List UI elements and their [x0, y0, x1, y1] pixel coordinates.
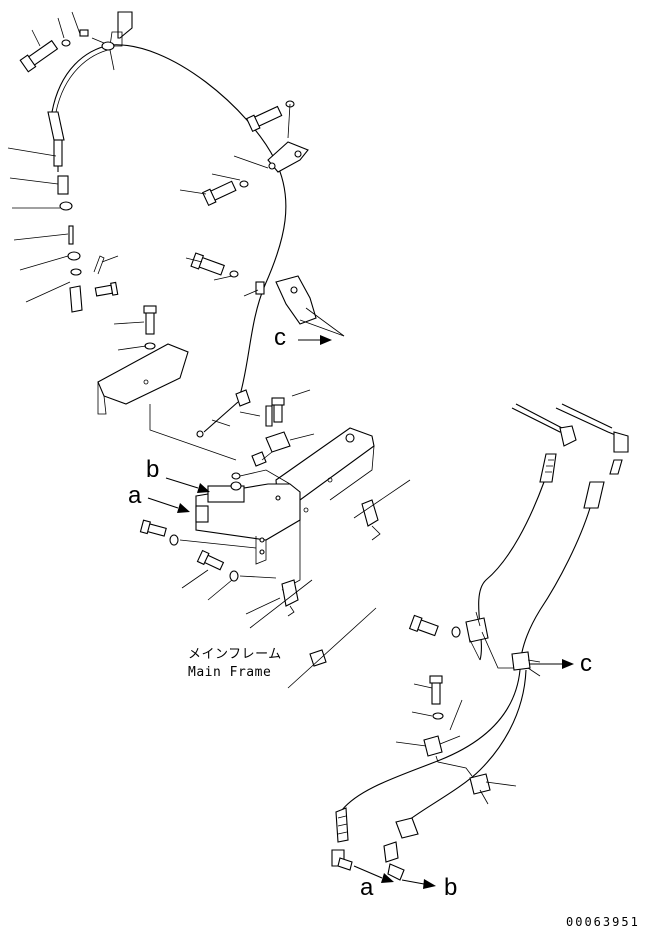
clevis-pin-left: [69, 285, 83, 313]
cable-end-right: [583, 481, 605, 509]
caption-english: Main Frame: [188, 665, 272, 680]
bolt-lower-1: [139, 519, 167, 537]
cable-clamp-top: [101, 41, 115, 51]
nut-left: [67, 251, 81, 261]
cover-plate: [97, 343, 189, 405]
bolt-right-1: [408, 614, 439, 637]
bolt-top-left: [19, 39, 59, 73]
clamp-right-4: [469, 773, 491, 795]
bolt-lower-2: [196, 549, 225, 571]
control-cable: [51, 44, 287, 396]
clevis-pin-mid: [94, 281, 119, 297]
clip-top: [79, 29, 89, 37]
washer-plate: [144, 342, 156, 350]
label-c-top: c: [274, 324, 286, 351]
label-a-top: a: [128, 482, 142, 509]
bolt-plate: [143, 305, 157, 335]
cable-end-rod: [47, 111, 65, 141]
washer-right-lower: [432, 712, 444, 720]
hose-end-b: [395, 817, 419, 839]
washer-top-left: [61, 39, 71, 47]
bolt-vertical: [271, 397, 285, 423]
washer-lower-2: [229, 570, 239, 582]
clamp-right-2: [511, 651, 531, 671]
sleeve-part: [57, 175, 69, 195]
top-mount-bracket: [117, 11, 133, 39]
caption-japanese: メインフレーム: [188, 647, 282, 662]
frame-boss-3: [309, 649, 327, 667]
label-a-bottom: a: [360, 874, 374, 901]
clamp-bracket-right: [275, 275, 317, 325]
threaded-end-2: [609, 459, 623, 475]
bolt-right-lower: [429, 675, 443, 705]
washer-left-1: [59, 201, 73, 211]
yoke-part: [265, 431, 291, 453]
label-b-bottom: b: [444, 874, 458, 901]
drawing-number: 00063951: [566, 915, 640, 929]
label-c-right: c: [580, 650, 592, 677]
clamp-right-3: [423, 735, 443, 757]
control-cable-inner: [55, 48, 113, 113]
pin-part: [68, 225, 74, 245]
washer-clamp: [229, 270, 239, 278]
threaded-end-1: [539, 453, 557, 483]
cable-clamp-mid: [255, 281, 265, 295]
pin-vertical: [265, 405, 273, 427]
frame-boss-2: [281, 579, 299, 607]
bolt-upper-right: [245, 105, 283, 133]
washer-right-1: [451, 626, 461, 638]
bolt-clamp: [190, 252, 225, 276]
rod-end: [235, 389, 251, 407]
bolt-mid-left: [201, 180, 237, 207]
cotter-pin: [93, 255, 105, 275]
bracket-upper-right: [267, 141, 309, 173]
washer-mid-left: [239, 180, 249, 188]
cable-right-1: [478, 481, 545, 661]
frame-boss-1: [361, 499, 379, 527]
washer-lower-1: [169, 534, 179, 546]
washer-left-2: [70, 268, 82, 276]
label-b-top: b: [146, 456, 160, 483]
cable-right-2: [519, 507, 591, 671]
